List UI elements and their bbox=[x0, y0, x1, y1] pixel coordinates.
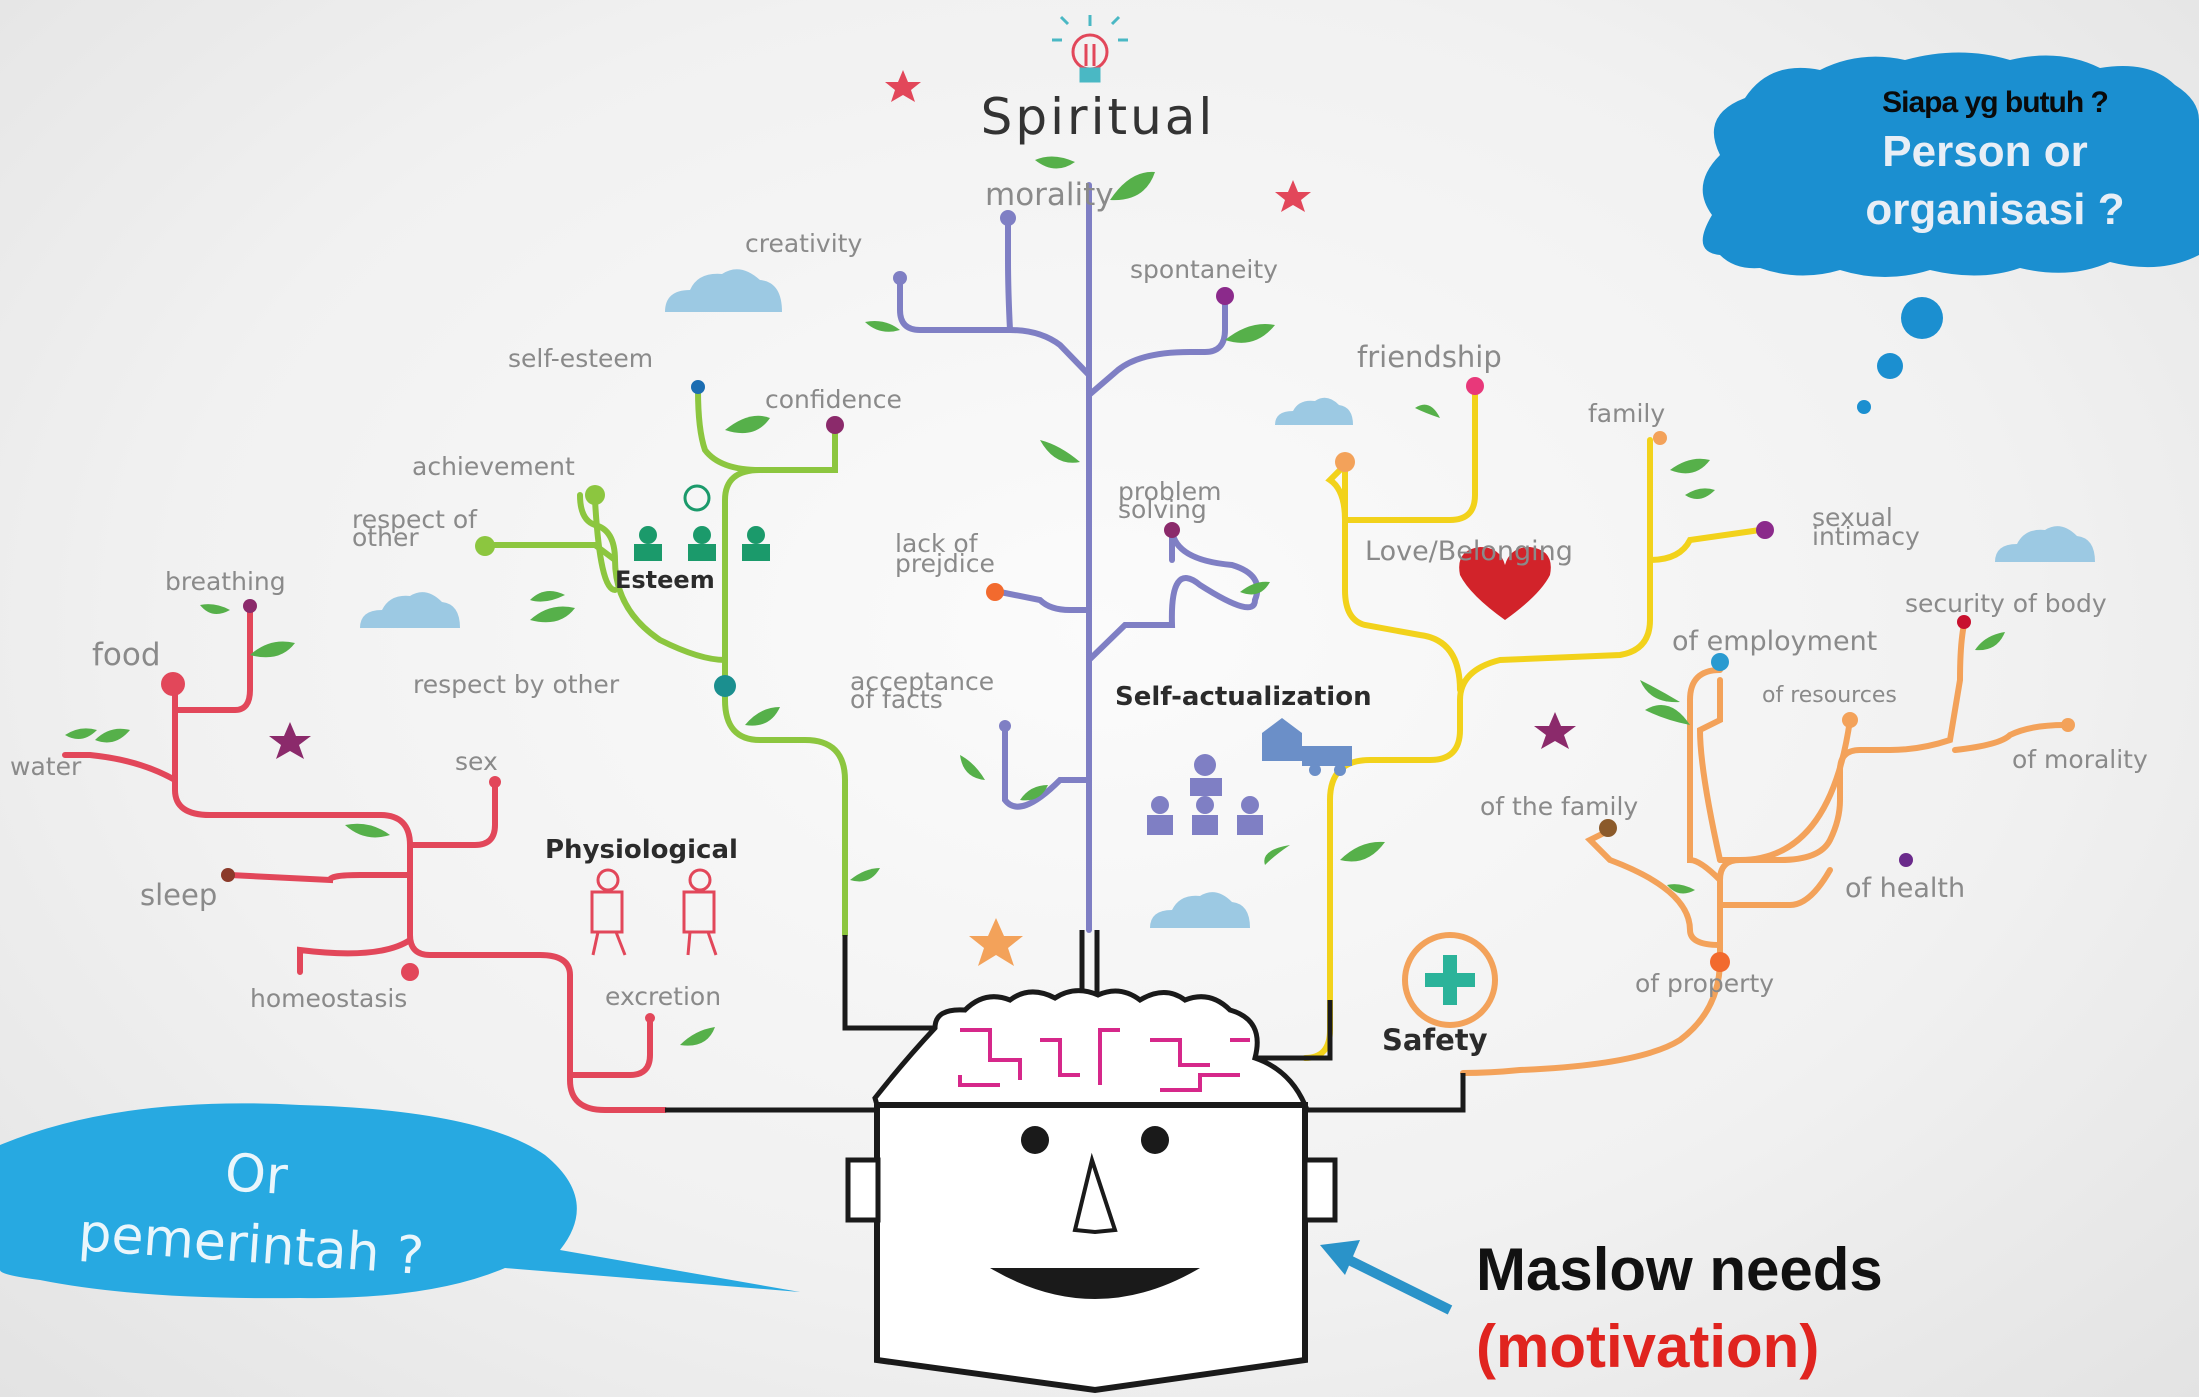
label-confidence: confidence bbox=[765, 385, 902, 414]
label-acceptance-of-facts-1: acceptance bbox=[850, 667, 994, 696]
esteem-dots bbox=[475, 380, 844, 697]
love-dots bbox=[1335, 377, 1774, 539]
speech-callout-bottom: Or pemerintah ? bbox=[0, 1103, 800, 1299]
label-friendship: friendship bbox=[1357, 340, 1502, 374]
category-labels: Physiological Esteem Self-actualization … bbox=[545, 536, 1573, 1057]
label-excretion: excretion bbox=[605, 982, 721, 1011]
callout-top-line3: organisasi ? bbox=[1865, 185, 2124, 234]
callout-top-question: Siapa yg butuh ? bbox=[1882, 86, 2108, 119]
label-sex: sex bbox=[455, 747, 498, 776]
callout-bottom-line1: Or bbox=[223, 1143, 290, 1207]
label-problem-solving-1: problem bbox=[1118, 477, 1221, 506]
callout-top-line2: Person or bbox=[1882, 127, 2087, 176]
leaf-decorations bbox=[65, 156, 2005, 1046]
label-of-the-family: of the family bbox=[1480, 792, 1638, 821]
caption-title: Maslow needs bbox=[1476, 1236, 1883, 1303]
physiological-people-icon bbox=[590, 868, 718, 956]
safety-dots bbox=[1599, 615, 2075, 972]
label-of-health: of health bbox=[1845, 873, 1965, 904]
label-breathing: breathing bbox=[165, 567, 286, 596]
safety-branches bbox=[1460, 617, 2068, 1076]
label-sexual-intimacy-1: sexual bbox=[1812, 503, 1893, 532]
label-security-of-body: security of body bbox=[1905, 589, 2107, 618]
label-creativity: creativity bbox=[745, 229, 862, 258]
thought-callout-top: Siapa yg butuh ? Person or organisasi ? bbox=[1702, 52, 2199, 414]
self-actualization-icon bbox=[1147, 718, 1352, 835]
physiological-branches bbox=[62, 607, 668, 1113]
label-respect-of-other-2: other bbox=[352, 523, 419, 552]
label-acceptance-of-facts-2: of facts bbox=[850, 685, 943, 714]
caption-subtitle: (motivation) bbox=[1476, 1313, 1819, 1380]
label-of-property: of property bbox=[1635, 969, 1774, 998]
label-of-morality: of morality bbox=[2012, 745, 2148, 774]
label-love-belonging: Love/Belonging bbox=[1365, 536, 1573, 567]
label-esteem: Esteem bbox=[615, 566, 715, 594]
diagram-title: Spiritual bbox=[981, 88, 1216, 146]
label-sexual-intimacy-2: intimacy bbox=[1812, 522, 1920, 551]
safety-cross-icon bbox=[1402, 932, 1498, 1028]
lightbulb-icon bbox=[1052, 15, 1128, 83]
background-clouds bbox=[360, 269, 2095, 928]
label-safety: Safety bbox=[1382, 1023, 1488, 1057]
label-spontaneity: spontaneity bbox=[1130, 255, 1278, 284]
label-of-employment: of employment bbox=[1672, 626, 1877, 657]
label-self-esteem: self-esteem bbox=[508, 344, 653, 373]
self-actualization-dots bbox=[893, 210, 1234, 732]
label-of-resources: of resources bbox=[1762, 683, 1897, 708]
label-respect-by-other: respect by other bbox=[413, 670, 620, 699]
label-respect-of-other-1: respect of bbox=[352, 505, 478, 534]
label-food: food bbox=[92, 637, 161, 673]
label-problem-solving-2: solving bbox=[1118, 495, 1207, 524]
head-illustration bbox=[845, 988, 1338, 1394]
label-family: family bbox=[1588, 399, 1665, 428]
need-labels: morality creativity spontaneity self-est… bbox=[10, 177, 2148, 1013]
esteem-branches bbox=[482, 387, 848, 938]
label-physiological: Physiological bbox=[545, 835, 738, 865]
label-lack-of-prejdice-1: lack of bbox=[895, 529, 979, 558]
label-self-actualization: Self-actualization bbox=[1115, 682, 1372, 712]
physiological-dots bbox=[161, 599, 655, 1023]
label-achievement: achievement bbox=[412, 452, 575, 481]
esteem-people-icon bbox=[634, 484, 770, 561]
self-actualization-branches bbox=[897, 182, 1261, 933]
label-sleep: sleep bbox=[140, 878, 217, 912]
label-water: water bbox=[10, 752, 82, 781]
arrow-icon bbox=[1320, 1240, 1453, 1315]
label-homeostasis: homeostasis bbox=[250, 984, 407, 1013]
label-lack-of-prejdice-2: prejdice bbox=[895, 549, 995, 578]
label-morality: morality bbox=[985, 177, 1114, 213]
star-icons bbox=[269, 70, 1576, 966]
heart-icon bbox=[1459, 547, 1551, 620]
